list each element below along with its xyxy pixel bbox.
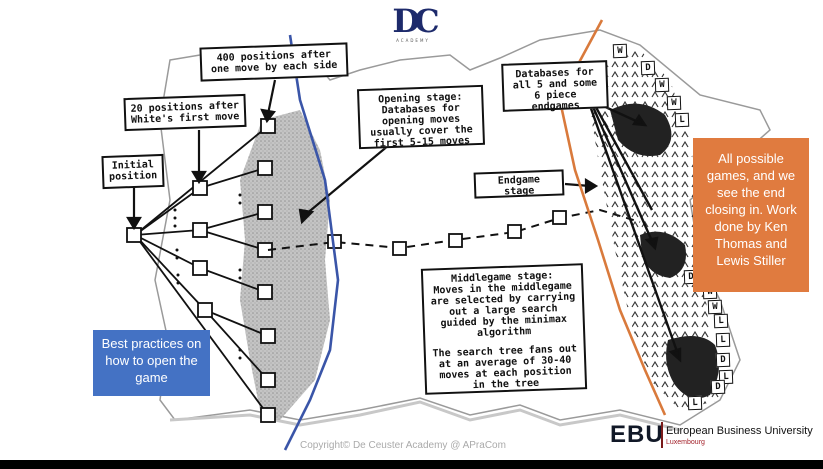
outcome-letter: D (640, 60, 656, 76)
four-hundred-positions-label: 400 positions after one move by each sid… (199, 42, 349, 82)
ebu-logo-mark: EBU (610, 421, 664, 448)
outcome-letter: W (612, 43, 628, 59)
outcome-letter: L (687, 395, 703, 411)
copyright-text: Copyright© De Ceuster Academy @ APraCom (300, 440, 506, 451)
logo-subtitle: ACADEMY (396, 38, 430, 43)
tree-ellipsis (173, 193, 242, 360)
ebu-divider (661, 422, 663, 448)
outcome-letter: L (715, 332, 731, 348)
databases-label: Databases for all 5 and some 6 piece end… (501, 60, 609, 113)
twenty-positions-label: 20 positions after White's first move (123, 93, 247, 132)
ebu-city: Luxembourg (666, 439, 705, 446)
academy-logo: DC ACADEMY (386, 4, 440, 52)
outcome-letter: W (654, 77, 670, 93)
opening-stage-label: Opening stage: Databases for opening mov… (356, 84, 486, 150)
ebu-name: European Business University (666, 425, 813, 437)
middlegame-text-2: The search tree fans out at an average o… (432, 343, 578, 392)
logo-mark: DC (392, 2, 439, 40)
endgame-stage-label: Endgame stage (473, 169, 565, 199)
initial-position-label: Initial position (101, 153, 165, 190)
middlegame-stage-box: Middlegame stage: Moves in the middlegam… (420, 263, 588, 395)
bottom-bar (0, 460, 823, 469)
middlegame-text: Moves in the middlegame are selected by … (430, 280, 576, 339)
outcome-letter: W (707, 299, 723, 315)
middlegame-path (267, 208, 641, 251)
right-callout: All possible games, and we see the end c… (693, 138, 809, 292)
outcome-letter: D (710, 379, 726, 395)
outcome-letter: L (713, 313, 729, 329)
endgame-arrows (586, 98, 682, 363)
outcome-letter: L (674, 112, 690, 128)
blue-divider-line (283, 34, 340, 451)
middlegame-nodes (327, 210, 567, 256)
left-callout: Best practices on how to open the game (93, 330, 210, 396)
outcome-letter: W (666, 95, 682, 111)
tree-nodes (126, 118, 276, 423)
label-arrows (126, 79, 599, 231)
outcome-letter: D (715, 352, 731, 368)
